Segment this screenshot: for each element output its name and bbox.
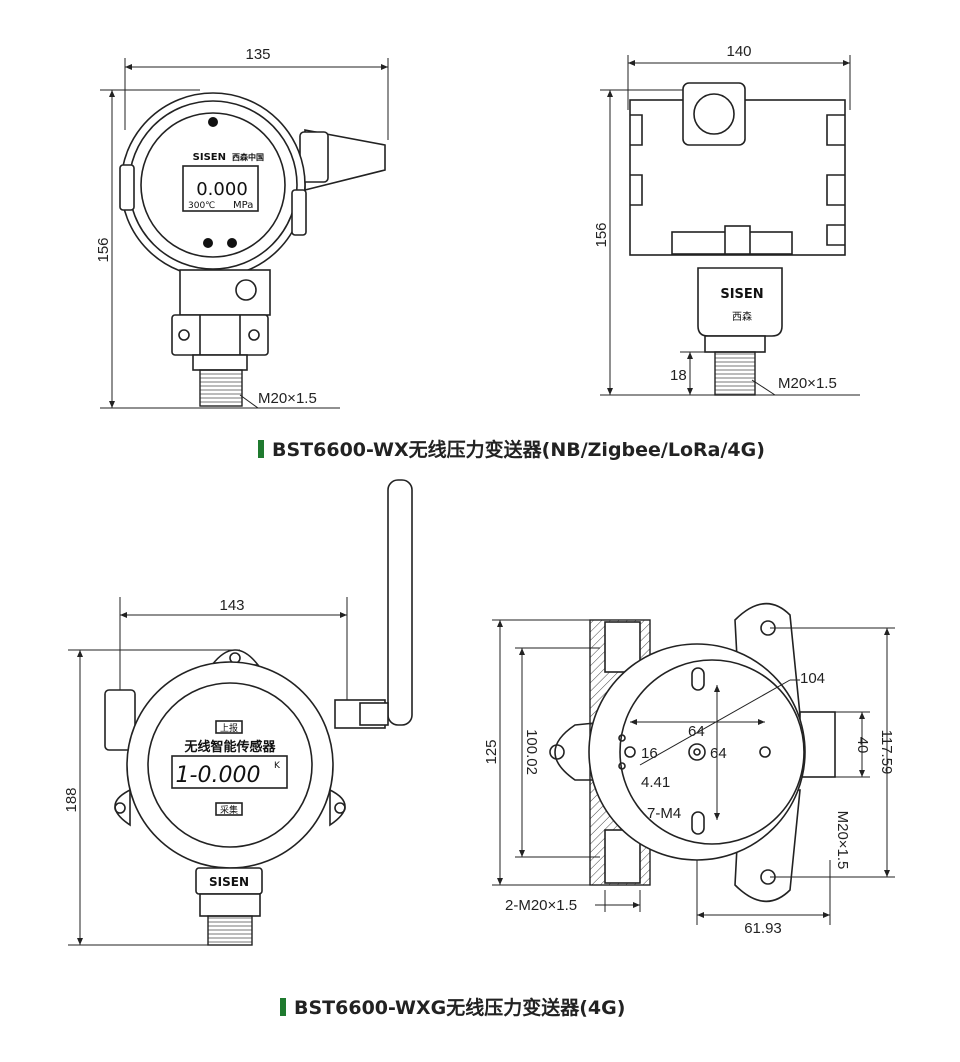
model-title-1: BST6600-WX无线压力变送器(NB/Zigbee/LoRa/4G)	[258, 435, 765, 462]
stem-dimension: 18	[670, 367, 687, 384]
dim-16: 16	[641, 745, 658, 762]
bottom-right-section-view: 104 64 16 64 4.41 7-M4 125 100.02 40 117…	[483, 602, 895, 937]
lcd-display	[182, 165, 259, 212]
display-caption: 无线智能传感器	[183, 739, 276, 755]
label-collect: 采集	[220, 804, 238, 816]
display-value: 0.000	[196, 179, 248, 200]
side-thread-label: 2-M20×1.5	[505, 897, 577, 914]
height-dimension: 156	[593, 222, 610, 247]
width-dimension: 135	[245, 46, 270, 63]
display-value: 1-0.000	[176, 763, 261, 788]
port-thread-label: M20×1.5	[834, 811, 851, 870]
dim-117-59: 117.59	[878, 730, 895, 775]
dim-4-41: 4.41	[641, 774, 670, 791]
brand-logo: SISEN	[193, 152, 226, 163]
height-dimension: 188	[63, 787, 80, 812]
thread-label: M20×1.5	[258, 390, 317, 407]
dim-61-93: 61.93	[744, 920, 782, 937]
top-left-front-view: 135 156 SISEN 西森中国 0.000 300℃ MPa M20×1.…	[95, 46, 389, 409]
antenna	[387, 479, 413, 726]
title-marker	[258, 439, 264, 458]
title-marker	[280, 997, 286, 1016]
title-text: BST6600-WX无线压力变送器(NB/Zigbee/LoRa/4G)	[272, 439, 765, 461]
display-unit: K	[274, 761, 281, 771]
bottom-left-front-view: 143 188 上报 无线智能传感器 1-0.000 K 采集 SISEN	[63, 479, 413, 946]
display-temp: 300℃	[188, 201, 215, 211]
dim-125: 125	[483, 739, 500, 764]
thread-label: M20×1.5	[778, 375, 837, 392]
label-report: 上报	[220, 722, 238, 734]
dim-100-02: 100.02	[523, 729, 540, 775]
brand-logo: SISEN	[720, 287, 763, 302]
dim-64-h: 64	[688, 723, 705, 740]
dim-40: 40	[854, 737, 871, 754]
brand-logo: SISEN	[209, 875, 249, 889]
width-dimension: 140	[726, 43, 751, 60]
brand-cn: 西森中国	[232, 152, 264, 162]
brand-cn: 西森	[732, 310, 752, 323]
dim-7-m4: 7-M4	[647, 805, 681, 822]
title-text: BST6600-WXG无线压力变送器(4G)	[294, 997, 626, 1019]
lcd-display	[171, 755, 288, 789]
width-dimension: 143	[219, 597, 244, 614]
dim-104: 104	[800, 670, 825, 687]
display-unit: MPa	[233, 200, 253, 211]
height-dimension: 156	[95, 237, 112, 262]
dim-64-v: 64	[710, 745, 727, 762]
model-title-2: BST6600-WXG无线压力变送器(4G)	[280, 993, 625, 1020]
top-right-side-view: 140 156 SISEN 西森 18 M20×1.5	[593, 43, 860, 396]
